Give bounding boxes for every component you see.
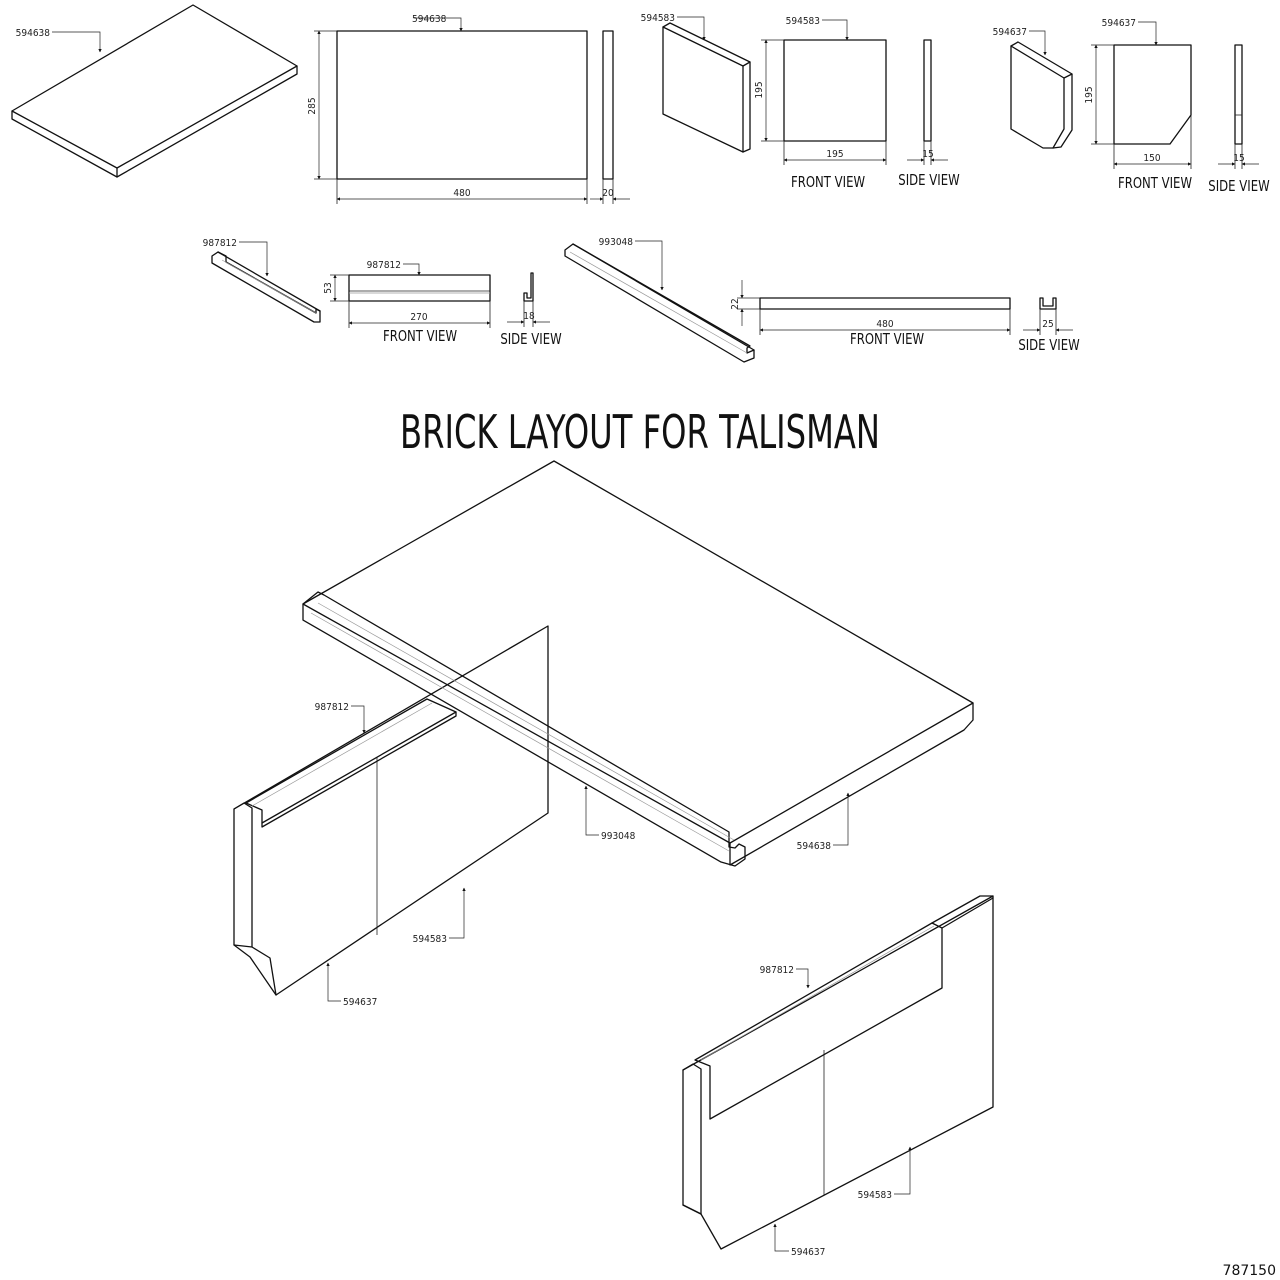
front-view-label: FRONT VIEW bbox=[383, 329, 457, 346]
callout-label: 594638 bbox=[797, 841, 832, 852]
part-594583-front-view bbox=[783, 39, 887, 142]
front-view-label: FRONT VIEW bbox=[850, 332, 924, 349]
dimension-length: 480 bbox=[453, 188, 470, 199]
part-993048-front-view bbox=[759, 297, 1011, 310]
dimension-length: 480 bbox=[876, 319, 893, 330]
part-594583-side-view bbox=[923, 39, 932, 142]
callout-label: 987812 bbox=[315, 702, 349, 713]
part-594638-front-view bbox=[336, 30, 588, 180]
callout-label: 594583 bbox=[413, 934, 447, 945]
assembly-left-wall bbox=[233, 625, 549, 996]
part-594638-detail: 594638 594638 285 480 20 bbox=[11, 4, 630, 204]
dimension-height: 195 bbox=[754, 81, 765, 98]
part-594637-isometric bbox=[1010, 41, 1073, 149]
callout-label: 594583 bbox=[641, 13, 675, 24]
dimension-thickness: 20 bbox=[602, 188, 614, 199]
dimension-height: 22 bbox=[730, 298, 741, 309]
dimension-depth: 18 bbox=[523, 311, 535, 322]
dimension-thickness: 15 bbox=[1233, 153, 1244, 164]
dimension-thickness: 15 bbox=[922, 149, 933, 160]
dimension-height: 195 bbox=[1084, 86, 1095, 103]
dimension-height: 285 bbox=[307, 97, 318, 114]
drawing-number: 787150 bbox=[1223, 1263, 1276, 1279]
part-987812-isometric bbox=[211, 251, 321, 323]
callout-label: 594583 bbox=[858, 1190, 892, 1201]
part-594583-detail: 594583 594583 195 195 FRONT VIEW 15 SIDE… bbox=[641, 13, 960, 191]
part-987812-side-view bbox=[523, 272, 534, 302]
callout-label: 987812 bbox=[203, 238, 237, 249]
callout-label: 594638 bbox=[16, 28, 51, 39]
drawing-title: BRICK LAYOUT FOR TALISMAN bbox=[400, 406, 880, 459]
callout-label: 594637 bbox=[791, 1247, 825, 1258]
front-view-label: FRONT VIEW bbox=[791, 175, 865, 192]
dimension-depth: 25 bbox=[1042, 319, 1053, 330]
callout-label: 993048 bbox=[601, 831, 636, 842]
callout-label: 594638 bbox=[412, 14, 447, 25]
part-594638-side-view bbox=[602, 30, 614, 180]
dimension-height: 53 bbox=[323, 282, 334, 293]
front-view-label: FRONT VIEW bbox=[1118, 176, 1192, 193]
side-view-label: SIDE VIEW bbox=[898, 173, 959, 190]
part-594637-detail: 594637 594637 195 150 FRONT VIEW 15 SIDE… bbox=[993, 18, 1270, 195]
callout-label: 987812 bbox=[367, 260, 401, 271]
part-594637-front-view bbox=[1113, 44, 1192, 145]
part-993048-isometric bbox=[564, 243, 755, 363]
part-594583-isometric bbox=[662, 22, 751, 153]
callout-label: 594583 bbox=[786, 16, 820, 27]
callout-label: 594637 bbox=[343, 997, 377, 1008]
dimension-width: 195 bbox=[826, 149, 843, 160]
part-993048-detail: 993048 22 480 FRONT VIEW 25 SIDE VIEW bbox=[564, 237, 1080, 363]
callout-label: 993048 bbox=[599, 237, 634, 248]
callout-label: 594637 bbox=[1102, 18, 1136, 29]
side-view-label: SIDE VIEW bbox=[500, 332, 561, 349]
part-594637-side-view bbox=[1234, 44, 1243, 145]
assembly-right-wall bbox=[682, 895, 994, 1250]
side-view-label: SIDE VIEW bbox=[1208, 179, 1269, 196]
part-987812-detail: 987812 987812 53 270 FRONT VIEW 18 SIDE … bbox=[203, 238, 562, 348]
callout-label: 987812 bbox=[760, 965, 794, 976]
dimension-length: 270 bbox=[410, 312, 427, 323]
part-594638-isometric bbox=[11, 4, 298, 178]
dimension-width: 150 bbox=[1143, 153, 1160, 164]
callout-label: 594637 bbox=[993, 27, 1027, 38]
side-view-label: SIDE VIEW bbox=[1018, 338, 1079, 355]
part-993048-side-view bbox=[1039, 297, 1057, 310]
part-987812-front-view bbox=[348, 274, 491, 302]
assembly-top-slab bbox=[302, 460, 974, 867]
